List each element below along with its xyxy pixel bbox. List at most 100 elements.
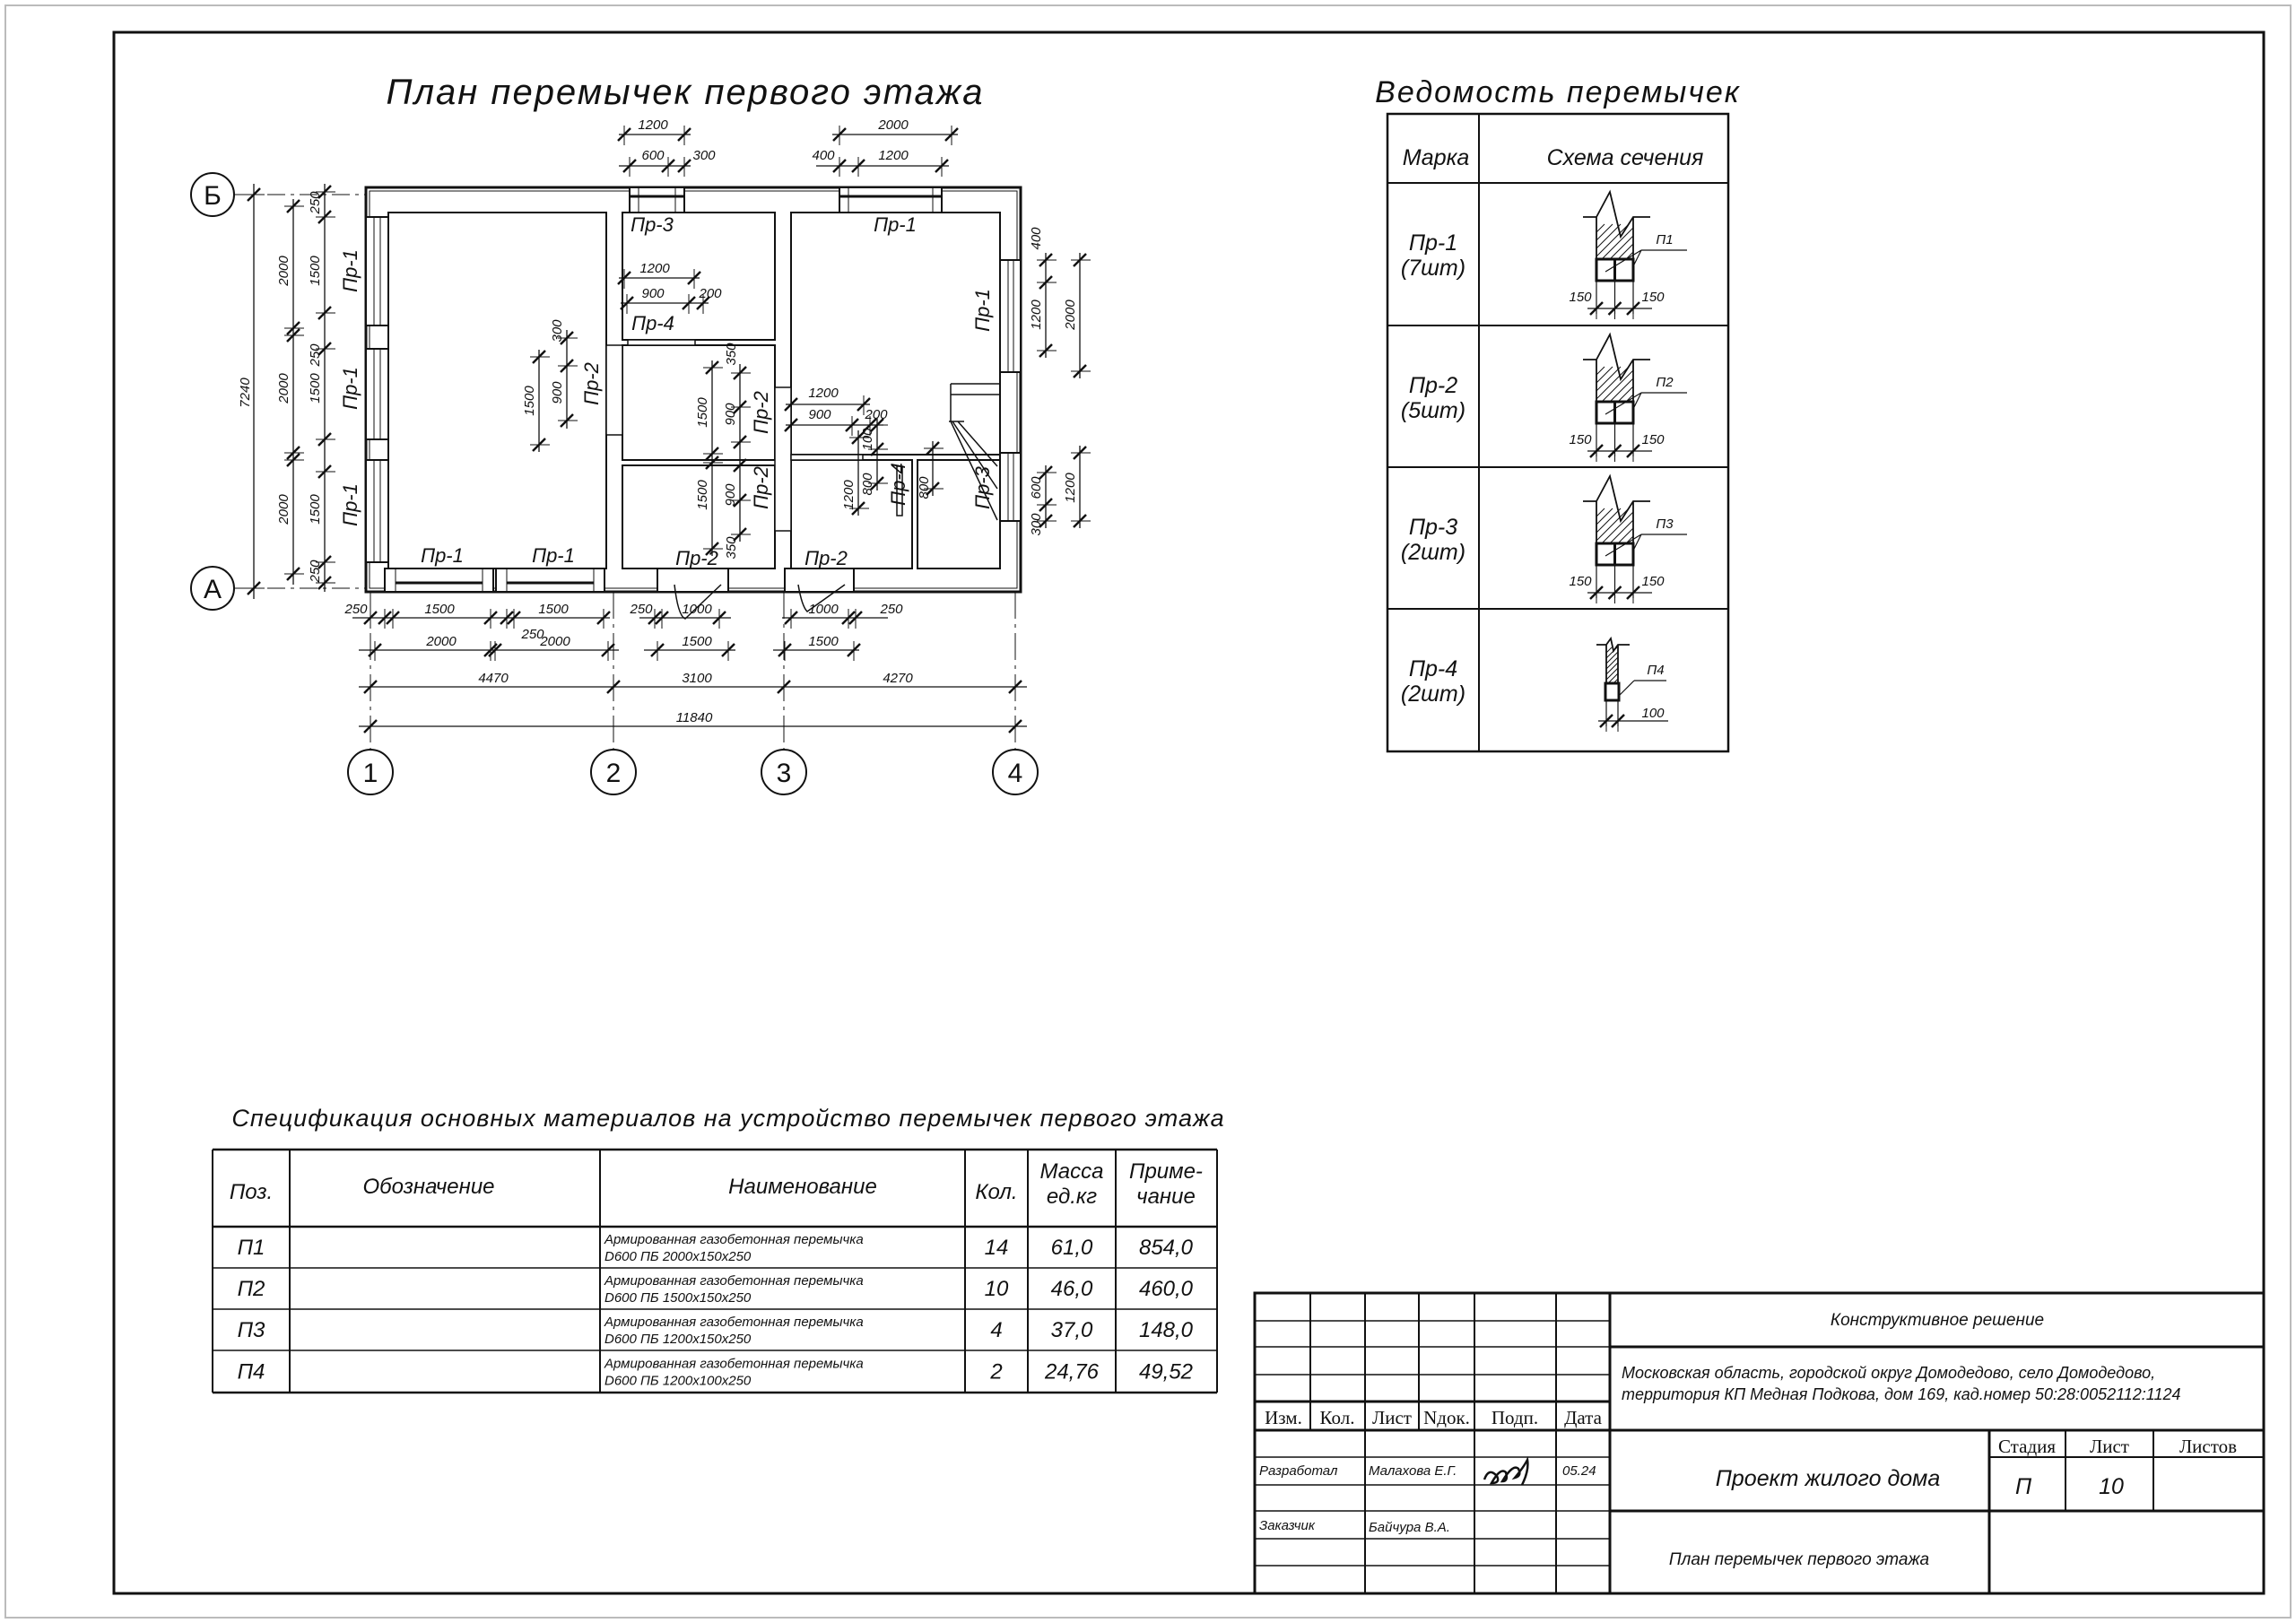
window-lintel (365, 216, 389, 326)
title-block: Конструктивное решение Московская област… (1253, 1291, 2266, 1595)
spec-header-note-2: чание (1136, 1185, 1196, 1209)
sheet-frame (112, 30, 2266, 1595)
dimension-value: 1200 (639, 261, 670, 276)
spec-header-qty: Кол. (975, 1180, 1017, 1204)
wall-break (1583, 473, 1650, 543)
lintel-mark-label: Пр-1 (874, 213, 917, 236)
hatch-line (1601, 369, 1634, 403)
dimension-value: 1000 (808, 602, 839, 617)
leader-line (1632, 392, 1642, 410)
hatch-line (1601, 511, 1634, 544)
hatch-line (1605, 656, 1619, 670)
tb-header-date: Дата (1564, 1407, 1603, 1428)
spec-name-line: D600 ПБ 1500x150x250 (604, 1290, 752, 1306)
room (387, 212, 607, 569)
lintel-mark-label: Пр-2 (750, 391, 772, 434)
section-dimension: 150 (1569, 432, 1592, 447)
axis-label-4: 4 (1008, 759, 1023, 788)
spec-pos: П4 (238, 1360, 265, 1384)
section-dimension: 150 (1641, 574, 1665, 589)
spec-name-line: Армированная газобетонная перемычка (604, 1357, 864, 1372)
tb-section: Конструктивное решение (1831, 1311, 2044, 1330)
outer-wall-inner-edge (369, 190, 1018, 589)
dimension-value: 900 (550, 381, 565, 404)
schedule-title: Ведомость перемычек (1375, 75, 1741, 109)
lintel-mark-label: Пр-1 (421, 544, 464, 567)
dimension-value: 900 (723, 483, 738, 507)
dimension-value: 250 (879, 602, 903, 617)
spec-total: 49,52 (1139, 1360, 1193, 1384)
window-lintel (384, 568, 494, 593)
dimension-value: 2000 (276, 256, 291, 287)
lintel-mark-label: Пр-2 (750, 466, 772, 509)
axis-bubble-b (190, 172, 235, 217)
window-lintel (495, 568, 605, 593)
wall-break (1583, 189, 1650, 259)
dimension-value: 1200 (1063, 473, 1078, 503)
hatch-line (1596, 508, 1622, 534)
spec-total: 460,0 (1139, 1277, 1194, 1301)
spec-qty: 14 (985, 1236, 1009, 1260)
spec-name-line: D600 ПБ 1200x150x250 (604, 1332, 752, 1347)
tb-sheet: 10 (2099, 1474, 2124, 1499)
spec-pos: П1 (238, 1236, 265, 1260)
lintel-mark-label: Пр-4 (631, 312, 674, 334)
spec-mass: 37,0 (1051, 1318, 1093, 1342)
spec-header-name: Наименование (728, 1175, 877, 1199)
dimension-value: 4470 (478, 671, 509, 686)
hatch-line (1605, 667, 1619, 681)
interior-door-lintel (896, 465, 903, 516)
spec-header-note: Приме- (1129, 1159, 1203, 1184)
tb-header-list: Лист (1372, 1407, 1412, 1428)
leader-line (1632, 534, 1642, 551)
axis-bubble-1 (347, 749, 394, 795)
page-edge (4, 4, 2292, 1619)
spec-qty: 2 (989, 1360, 1002, 1384)
leader-line (1605, 534, 1642, 557)
spec-total: 148,0 (1139, 1318, 1194, 1342)
leader-line (1632, 249, 1642, 267)
tb-sheet-label: Лист (2090, 1436, 2129, 1457)
plan-title: План перемычек первого этажа (387, 73, 985, 112)
axis-label-b: Б (204, 181, 222, 211)
lintel-mark-label: Пр-2 (804, 547, 848, 569)
dimension-value: 1500 (522, 386, 537, 416)
dimension-value: 7240 (238, 378, 253, 408)
dimension-value: 350 (724, 536, 739, 560)
schedule-mark: Пр-1 (1409, 230, 1457, 256)
hatch-line (1596, 223, 1622, 249)
spec-pos: П2 (238, 1277, 265, 1301)
schedule-quantity: (2шт) (1401, 681, 1465, 707)
leader-line (1605, 249, 1642, 273)
interior-door-lintel (774, 386, 792, 532)
dimension-value: 2000 (539, 634, 570, 649)
dimension-value: 300 (1029, 513, 1044, 536)
door-swing (797, 584, 846, 612)
section-label: П1 (1656, 232, 1673, 247)
hatch-line (1617, 527, 1634, 544)
tb-header-kol: Кол. (1320, 1407, 1355, 1428)
interior-door-lintel (605, 344, 623, 436)
dimension-value: 1000 (682, 602, 712, 617)
lintel-mark-label: Пр-3 (971, 465, 994, 509)
spec-header-pos: Поз. (230, 1180, 273, 1204)
section-label: П3 (1656, 516, 1674, 532)
hatch-line (1607, 673, 1619, 684)
lintel-mark-label: Пр-1 (971, 289, 994, 332)
axis-bubble-2 (590, 749, 637, 795)
schedule-quantity: (5шт) (1401, 398, 1465, 423)
lintel-mark-label: Пр-1 (339, 483, 361, 526)
tb-customer: Байчура В.А. (1369, 1520, 1450, 1535)
spec-qty: 4 (990, 1318, 1002, 1342)
tb-developed-label: Разработал (1259, 1463, 1338, 1479)
tb-address-2: территория КП Медная Подкова, дом 169, к… (1622, 1385, 2181, 1403)
dimension-value: 600 (641, 148, 665, 163)
dimension-value: 1500 (682, 634, 712, 649)
leader-line (1605, 392, 1642, 415)
